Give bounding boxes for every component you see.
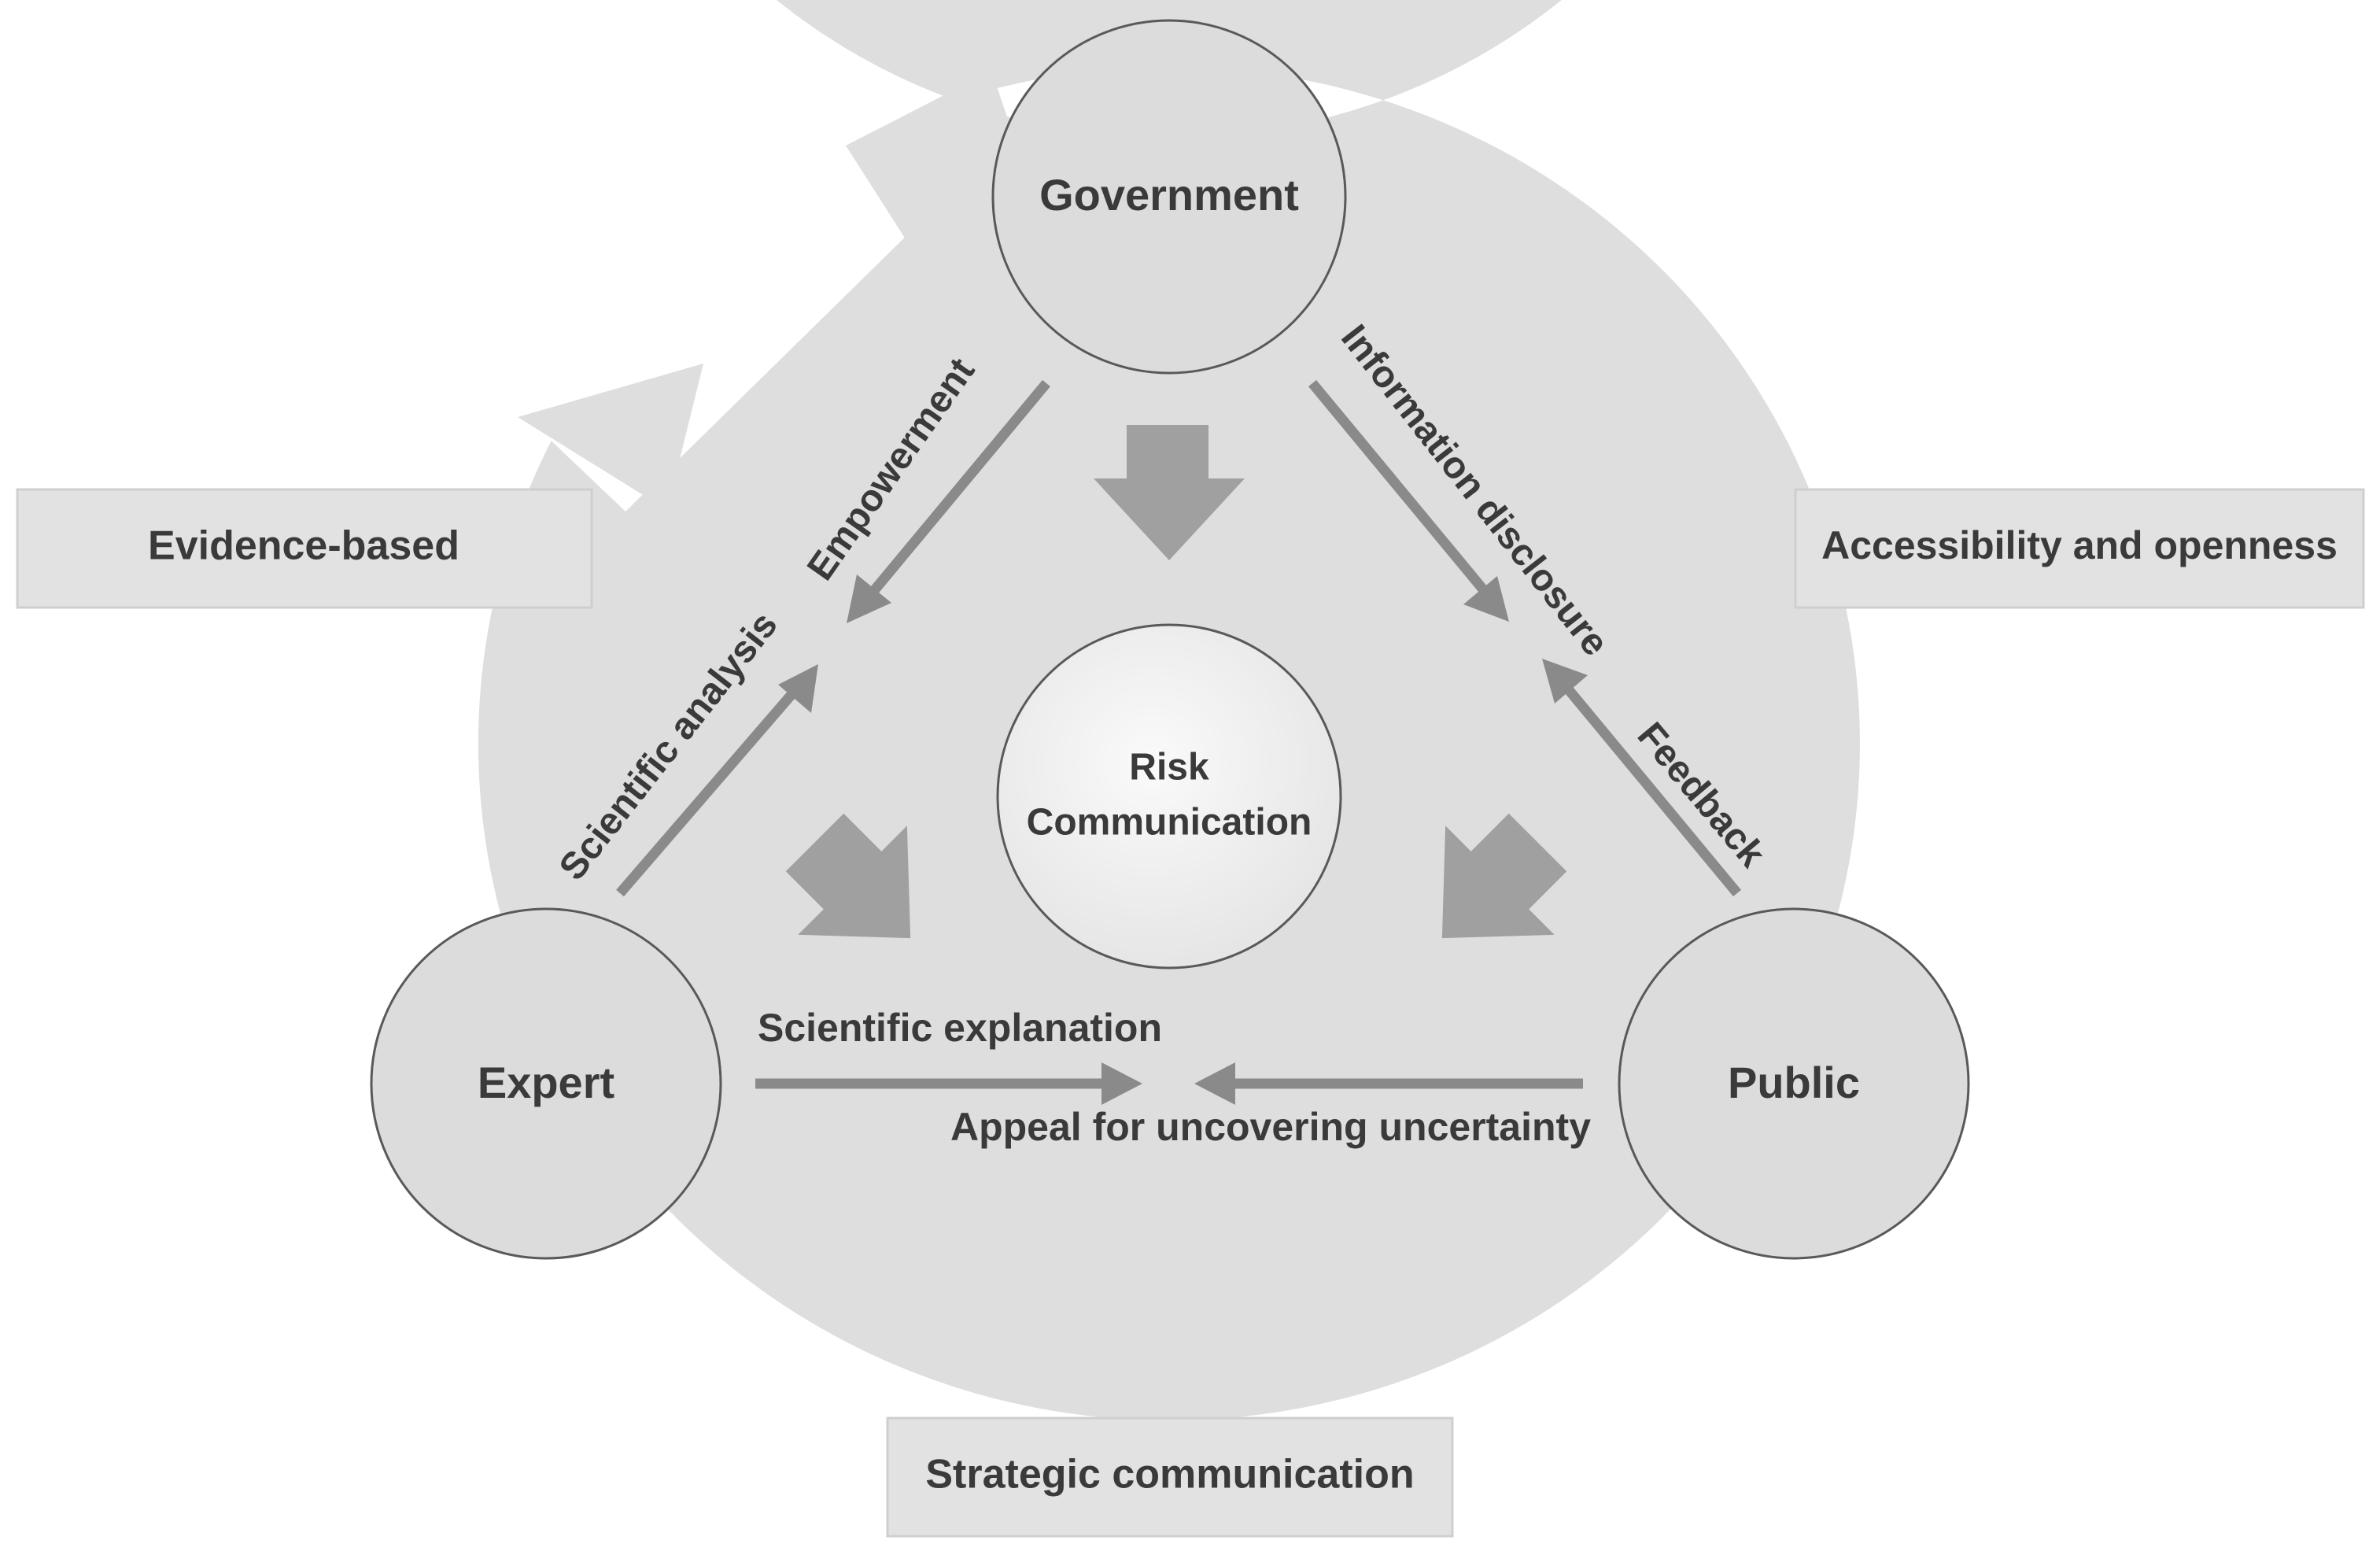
- arrow-appeal-uncertainty: [1194, 1062, 1583, 1105]
- arrow-scientific-explanation: [755, 1062, 1142, 1105]
- block-arrow-public: [1441, 813, 1567, 939]
- arrow-empowerment: [847, 379, 1050, 623]
- evidence-based-label: Evidence-based: [148, 523, 459, 569]
- public-label: Public: [1728, 1058, 1860, 1107]
- appeal-uncertainty-label: Appeal for uncovering uncertainty: [950, 1105, 1591, 1149]
- strategic-communication-box: Strategic communication: [886, 1416, 1454, 1538]
- center-label-line1: Risk: [1129, 747, 1209, 789]
- cycle-arrowhead: [518, 364, 703, 510]
- arrow-information-disclosure: [1308, 379, 1509, 622]
- expert-label: Expert: [478, 1058, 614, 1107]
- arrow-scientific-analysis: [616, 664, 818, 897]
- block-arrow-government: [1094, 425, 1245, 560]
- cycle-tail: [846, 71, 1031, 250]
- center-label-line2: Communication: [1027, 802, 1312, 844]
- strategic-communication-label: Strategic communication: [925, 1452, 1414, 1498]
- arrow-feedback: [1542, 659, 1742, 897]
- accessibility-box: Accessibility and openness: [1794, 488, 2365, 609]
- expert-node: Expert: [370, 907, 722, 1260]
- accessibility-label: Accessibility and openness: [1821, 523, 2338, 567]
- ring-gap: [477, 31, 966, 512]
- risk-communication-node: Risk Communication: [996, 623, 1342, 970]
- public-node: Public: [1618, 907, 1970, 1260]
- scientific-explanation-label: Scientific explanation: [758, 1006, 1162, 1050]
- government-label: Government: [1039, 170, 1299, 220]
- evidence-based-box: Evidence-based: [16, 488, 593, 609]
- government-node: Government: [991, 19, 1347, 375]
- block-arrow-expert: [785, 813, 911, 939]
